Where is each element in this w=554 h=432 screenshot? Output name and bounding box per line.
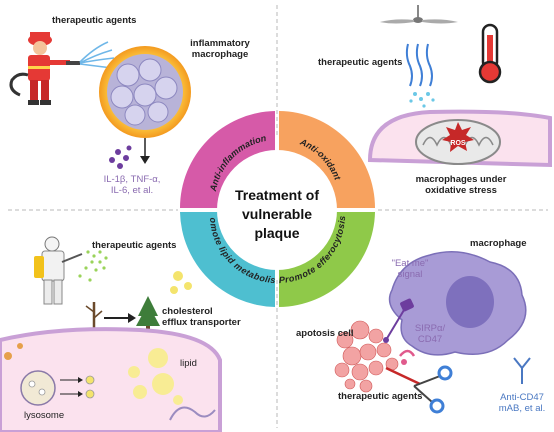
q1-inflammatory-line2: macrophage (191, 49, 249, 60)
antioxidant-particles-icon (409, 92, 435, 108)
q3-lysosome-label: lysosome (24, 410, 65, 421)
q3-lipid-label: lipid (180, 358, 197, 369)
lipid-droplets-top-icon (170, 271, 192, 294)
q4-eat-me-signal: "Eat me" signal (382, 258, 438, 280)
q1-inflammatory-line1: inflammatory (190, 38, 250, 49)
macrophage-cell-icon (388, 251, 527, 356)
q3-therapeutic-agents: therapeutic agents (92, 240, 177, 251)
q2-macrophages-line1: macrophages under (415, 174, 507, 185)
q4-sirpa-line1: SIRPα/ (414, 323, 446, 334)
q2-macrophages-line2: oxidative stress (425, 185, 497, 196)
sirpa-cd47-icon (399, 349, 416, 365)
stressed-macrophage-icon (367, 109, 552, 168)
q1-cytokines: IL-1β, TNF-α, IL-6, et al. (92, 174, 172, 196)
q4-anti-cd47-line2: mAB, et al. (498, 403, 546, 414)
ring-segment-efferocytosis (279, 212, 375, 307)
q1-cytokines-line1: IL-1β, TNF-α, (103, 174, 161, 185)
q4-macrophage-label: macrophage (470, 238, 527, 249)
q4-eat-me-line1: "Eat me" (391, 258, 429, 269)
q2-ros-label: ROS (450, 140, 466, 147)
q4-sirpa-cd47: SIRPα/ CD47 (410, 323, 450, 345)
q4-anti-cd47-line1: Anti-CD47 (500, 392, 544, 403)
scissors-icon (385, 365, 453, 414)
eat-me-signal-icon (383, 309, 405, 343)
cytokine-dots-icon (109, 145, 132, 169)
q1-inflammatory-macrophage: inflammatory macrophage (180, 38, 260, 60)
q4-eat-me-line2: signal (397, 269, 423, 280)
antibody-icon (513, 357, 531, 384)
foam-cell-icon (0, 327, 222, 432)
sprayer-person-icon (34, 236, 83, 305)
center-title-line3: plaque (254, 225, 299, 241)
q2-macrophages-oxidative: macrophages under oxidative stress (406, 174, 516, 196)
pine-tree-icon (136, 296, 160, 332)
arrow-to-cytokines (140, 138, 150, 164)
q3-cholesterol-efflux: cholesterol efflux transporter (162, 306, 241, 328)
q3-cholesterol-line2: efflux transporter (162, 317, 241, 328)
ceiling-fan-icon (380, 5, 458, 24)
center-title-line2: vulnerable (242, 206, 312, 222)
dead-tree-icon (85, 302, 103, 330)
q2-therapeutic-agents: therapeutic agents (318, 57, 403, 68)
ring-segment-lipid-metabolism (180, 212, 275, 307)
inflammatory-macrophage-icon (99, 46, 191, 138)
arrow-to-tree (104, 313, 136, 323)
q3-cholesterol-line1: cholesterol (162, 306, 213, 317)
cold-air-icon (405, 43, 433, 87)
q1-therapeutic-agents: therapeutic agents (52, 15, 137, 26)
thermometer-icon (478, 23, 502, 84)
q4-therapeutic-agents: therapeutic agents (338, 391, 423, 402)
q1-cytokines-line2: IL-6, et al. (110, 185, 154, 196)
center-title-line1: Treatment of (235, 187, 319, 203)
ring-center (217, 150, 337, 270)
q4-anti-cd47: Anti-CD47 mAB, et al. (494, 392, 550, 414)
q4-apotosis-cell-label: apotosis cell (296, 328, 354, 339)
ring-segment-anti-inflammation (180, 111, 275, 208)
ring-segment-anti-oxidant (279, 111, 375, 208)
q4-sirpa-line2: CD47 (417, 334, 443, 345)
spray-mist-icon (78, 250, 108, 282)
firefighter-icon (9, 32, 80, 105)
apoptotic-cell-icon (334, 320, 399, 393)
